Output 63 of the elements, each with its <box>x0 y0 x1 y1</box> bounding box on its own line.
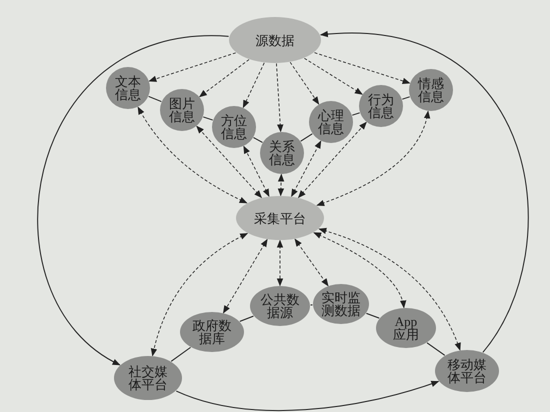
ellipse-node <box>376 308 436 348</box>
dashed-double-arrow <box>291 140 322 198</box>
node-label: 行为信息 <box>368 93 394 119</box>
dashed-double-arrow <box>278 174 284 196</box>
connector-line <box>253 137 263 143</box>
dashed-double-arrow <box>151 233 248 357</box>
circle-node <box>309 101 353 143</box>
node-label: 心理信息 <box>318 109 344 135</box>
dashed-arrow <box>304 58 363 95</box>
connector-line <box>352 112 360 116</box>
node-label: 源数据 <box>254 34 296 46</box>
circle-node <box>260 132 304 174</box>
node-label: 情感信息 <box>418 77 444 103</box>
dashed-arrow <box>314 52 410 84</box>
dashed-double-arrow <box>313 232 406 308</box>
connector-line <box>402 96 410 100</box>
connector-line <box>202 116 214 121</box>
connector-line <box>148 96 162 102</box>
dashed-arrow <box>198 59 250 98</box>
dashed-double-arrow <box>223 238 268 314</box>
dashed-double-arrow <box>276 240 284 286</box>
node-label: 文本信息 <box>115 75 141 101</box>
circle-node <box>409 69 453 111</box>
ellipse-node <box>236 196 324 240</box>
dashed-double-arrow <box>243 146 270 197</box>
curved-arrow <box>320 32 529 353</box>
circle-node <box>106 67 150 109</box>
dashed-arrow <box>276 63 284 132</box>
node-label: 政府数据库 <box>192 319 232 345</box>
node-label: 图片信息 <box>169 97 195 123</box>
dashed-arrow <box>290 62 320 105</box>
ellipse-node <box>250 286 310 326</box>
dashed-double-arrow <box>196 126 262 198</box>
node-label: 社交媒体平台 <box>128 365 168 391</box>
dashed-double-arrow <box>318 228 460 351</box>
dashed-double-arrow <box>298 122 367 198</box>
ellipse-node <box>114 356 182 400</box>
dashed-double-arrow <box>294 238 329 286</box>
connector-line <box>170 346 192 362</box>
curved-arrow <box>176 380 440 412</box>
curved-arrow <box>37 36 230 366</box>
node-label: 公共数据源 <box>260 293 300 319</box>
connector-line <box>239 316 254 322</box>
dashed-double-arrow <box>138 106 248 204</box>
circle-node <box>160 89 204 131</box>
dashed-arrow <box>148 52 236 82</box>
node-label: 实时监测数据 <box>322 291 360 317</box>
circle-node <box>212 106 256 148</box>
dashed-double-arrow <box>316 110 430 206</box>
ellipse-node <box>313 284 369 324</box>
ellipse-node <box>435 350 499 392</box>
node-label: 方位信息 <box>221 114 247 140</box>
node-label: 关系信息 <box>269 140 295 166</box>
node-label: App应用 <box>393 315 419 341</box>
node-label: 移动媒体平台 <box>448 358 486 384</box>
connector-line <box>366 312 380 319</box>
connector-line <box>426 342 446 356</box>
dashed-arrow <box>242 62 265 108</box>
ellipse-node <box>180 312 244 352</box>
circle-node <box>359 85 403 127</box>
node-label: 采集平台 <box>253 212 307 224</box>
connector-line <box>300 133 313 142</box>
connector-line <box>310 304 313 306</box>
